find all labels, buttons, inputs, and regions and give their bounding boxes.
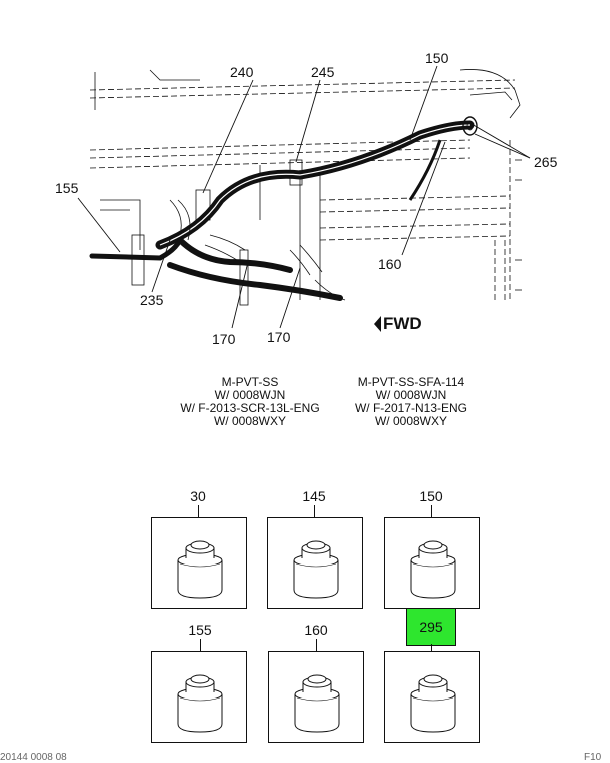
sealant-can-icon bbox=[294, 674, 340, 733]
part-tile-30[interactable] bbox=[151, 517, 247, 609]
convoluted-tube bbox=[169, 199, 346, 301]
callout-155: 155 bbox=[55, 180, 79, 196]
frame-rail-lines bbox=[89, 79, 516, 300]
leader-lines bbox=[77, 65, 531, 329]
applicability-left: M-PVT-SS W/ 0008WJN W/ F-2013-SCR-13L-EN… bbox=[170, 376, 330, 428]
forward-label: FWD bbox=[383, 314, 422, 333]
part-leader bbox=[198, 505, 199, 517]
applicability-line: W/ 0008WXY bbox=[213, 414, 287, 428]
applicability-line: W/ F-2013-SCR-13L-ENG bbox=[180, 401, 320, 415]
sealant-can-icon bbox=[177, 540, 223, 599]
arrow-left-icon bbox=[374, 316, 381, 332]
part-number-30: 30 bbox=[190, 488, 206, 504]
connector-265 bbox=[462, 116, 478, 136]
harness-routing-diagram bbox=[77, 65, 531, 329]
part-tile-295[interactable] bbox=[384, 651, 480, 743]
sealant-can-icon bbox=[293, 540, 339, 599]
callout-265: 265 bbox=[534, 154, 558, 170]
callout-160: 160 bbox=[378, 256, 402, 272]
sealant-can-icon bbox=[410, 540, 456, 599]
harness-160 bbox=[408, 139, 442, 201]
applicability-line: W/ 0008WXY bbox=[374, 414, 448, 428]
part-tile-150[interactable] bbox=[384, 517, 480, 609]
part-number-155: 155 bbox=[188, 622, 212, 638]
applicability-right: M-PVT-SS-SFA-114 W/ 0008WJN W/ F-2017-N1… bbox=[326, 376, 496, 428]
callout-150: 150 bbox=[425, 50, 449, 66]
callout-245: 245 bbox=[311, 64, 335, 80]
frame-structure bbox=[94, 69, 522, 306]
part-leader bbox=[431, 505, 432, 517]
callout-170-b: 170 bbox=[267, 329, 291, 345]
part-tile-145[interactable] bbox=[267, 517, 363, 609]
applicability-line: M-PVT-SS bbox=[221, 375, 279, 389]
part-leader bbox=[431, 644, 432, 651]
sealant-can-icon bbox=[177, 674, 223, 733]
part-tile-160[interactable] bbox=[268, 651, 364, 743]
applicability-line: M-PVT-SS-SFA-114 bbox=[357, 375, 465, 389]
part-number-160: 160 bbox=[304, 622, 328, 638]
part-number-145: 145 bbox=[302, 488, 326, 504]
footer-page-ref: F10 bbox=[584, 752, 602, 763]
forward-indicator: FWD bbox=[374, 314, 422, 334]
callout-170-a: 170 bbox=[212, 331, 236, 347]
footer-drawing-id: 20144 0008 08 bbox=[0, 752, 67, 763]
harness-170 bbox=[167, 237, 343, 301]
part-tile-155[interactable] bbox=[151, 651, 247, 743]
part-number-295-highlighted[interactable]: 295 bbox=[406, 608, 456, 646]
part-leader bbox=[314, 505, 315, 517]
applicability-line: W/ F-2017-N13-ENG bbox=[354, 401, 468, 415]
applicability-line: W/ 0008WJN bbox=[214, 388, 286, 402]
part-leader bbox=[316, 639, 317, 651]
applicability-line: W/ 0008WJN bbox=[375, 388, 447, 402]
callout-235: 235 bbox=[140, 292, 164, 308]
part-number-150: 150 bbox=[419, 488, 443, 504]
sealant-can-icon bbox=[410, 674, 456, 733]
part-leader bbox=[200, 639, 201, 651]
callout-240: 240 bbox=[230, 64, 254, 80]
